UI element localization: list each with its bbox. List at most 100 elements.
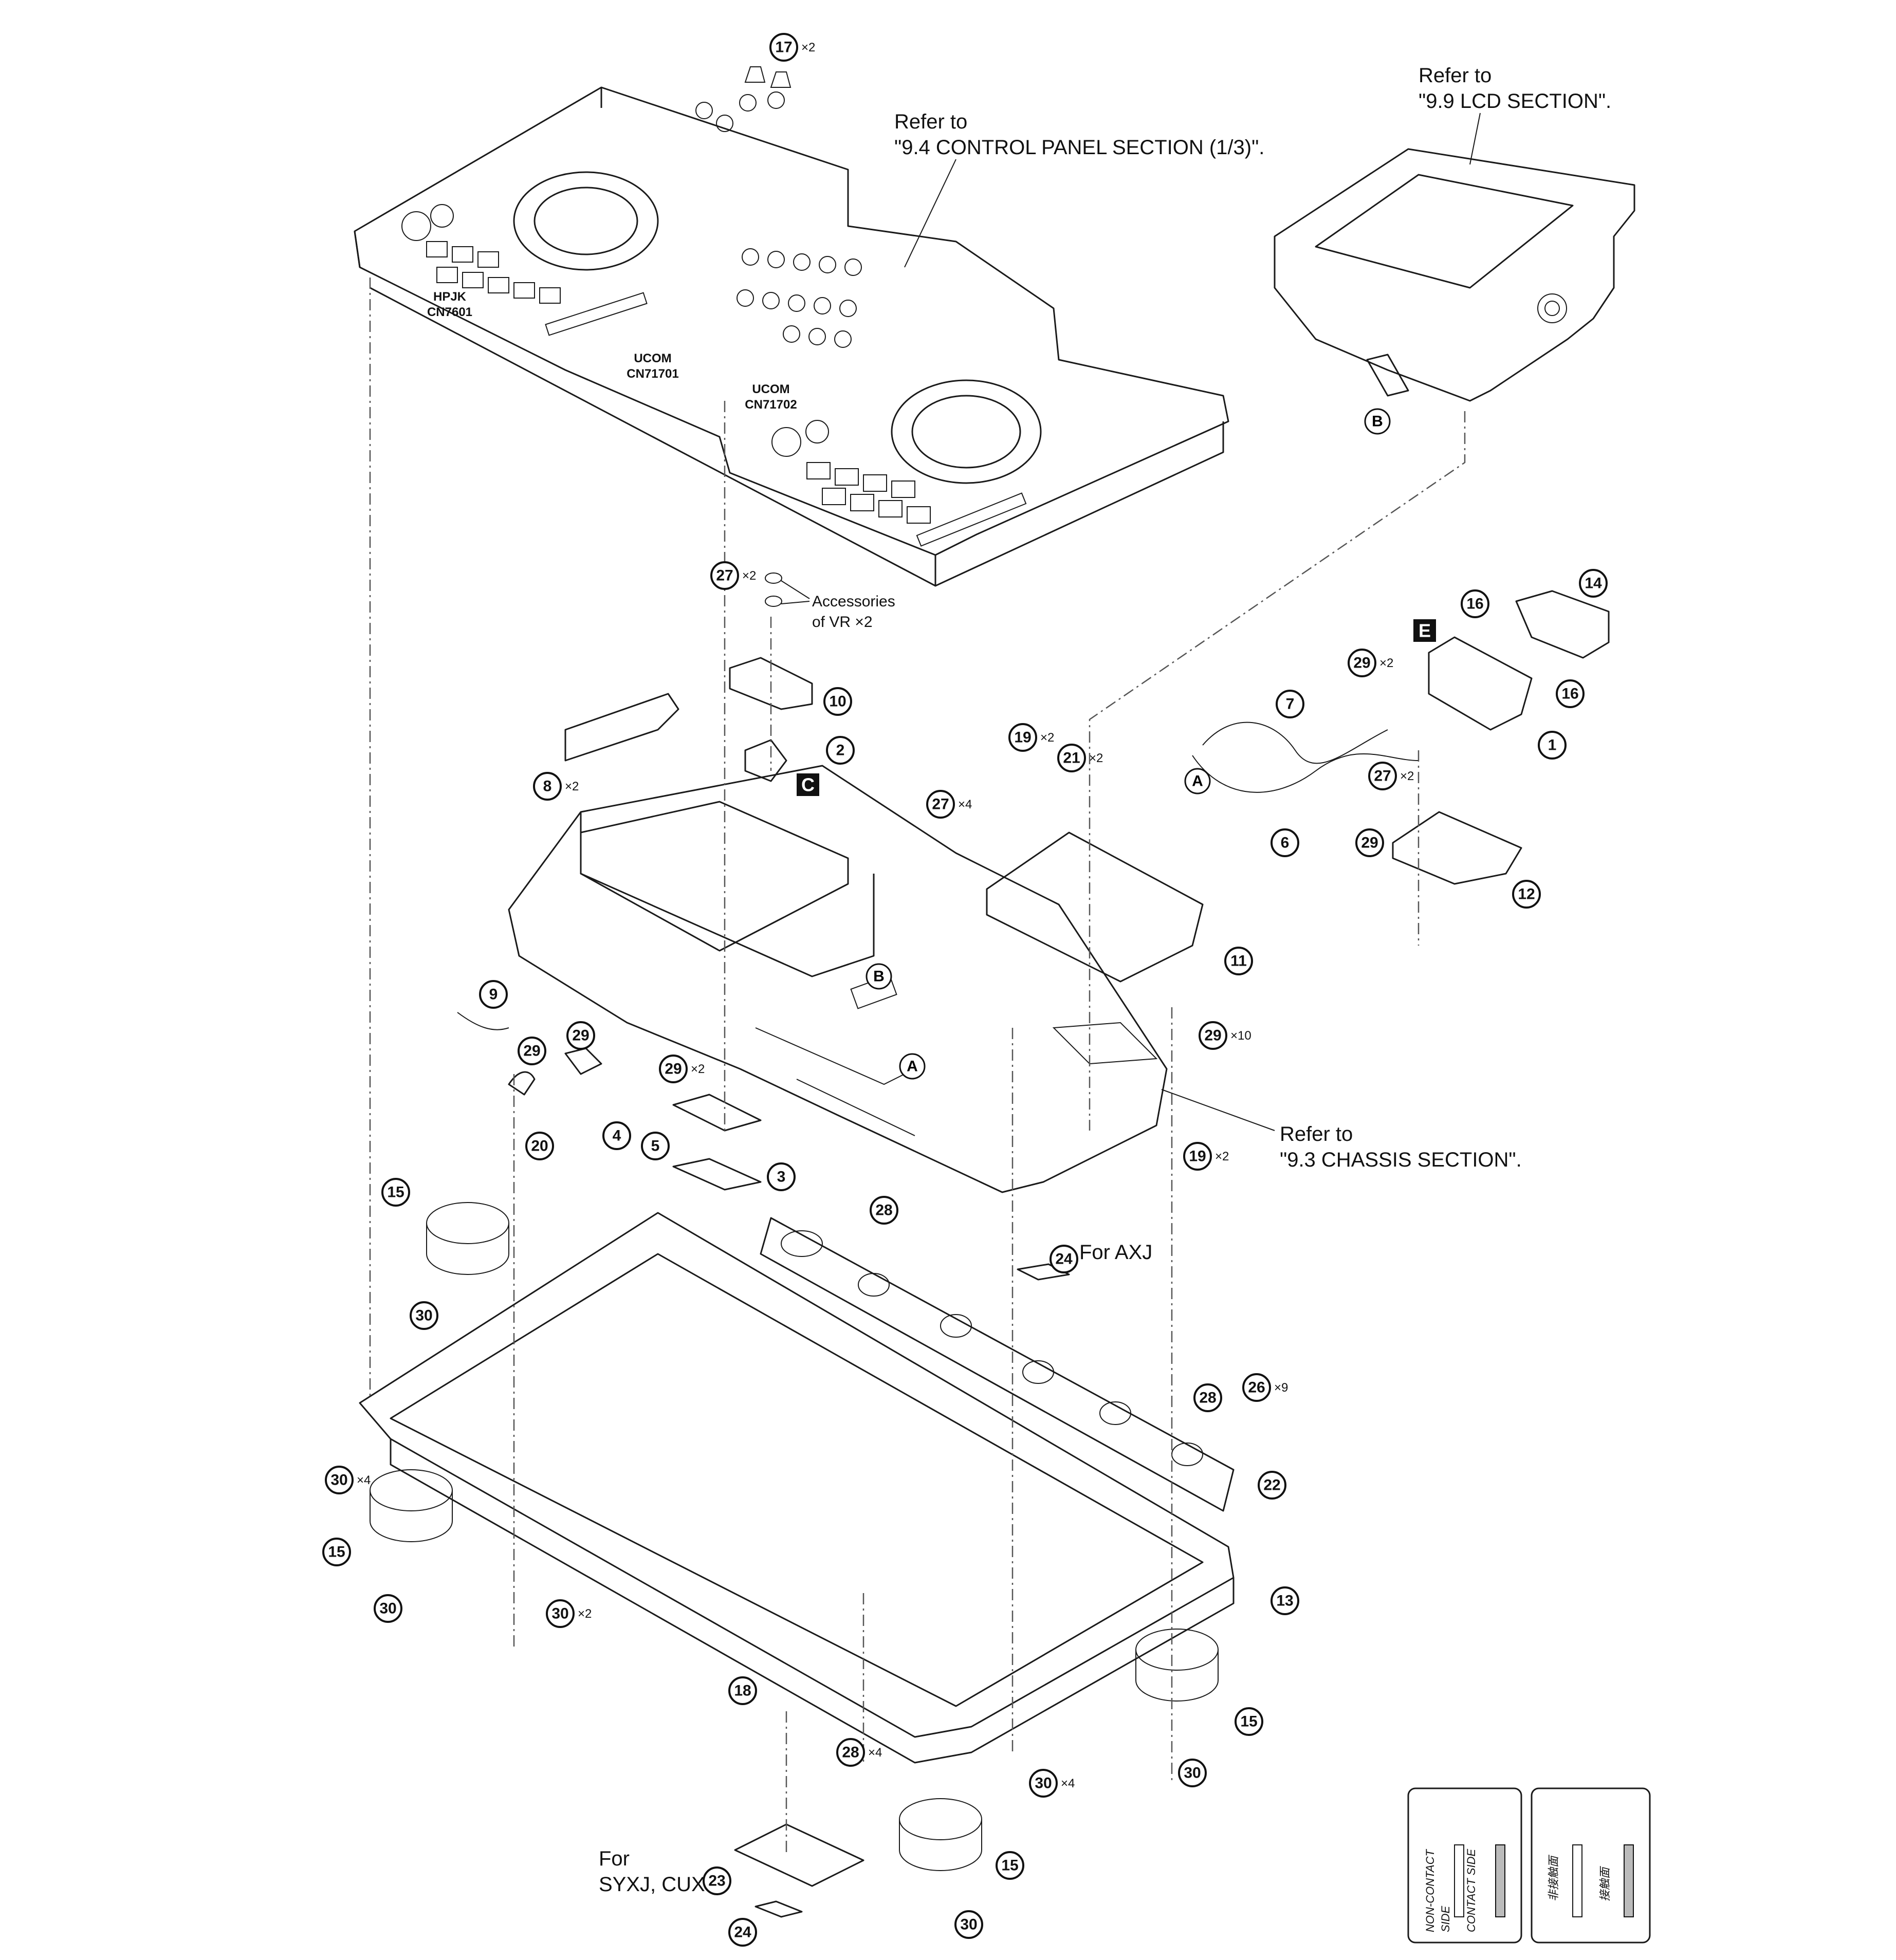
callout-circle xyxy=(1029,1769,1058,1798)
ref-chassis-line1: Refer to xyxy=(1280,1123,1353,1145)
badge-e-text: E xyxy=(1419,620,1431,641)
callout-5: 5 xyxy=(641,1132,670,1160)
callout-30: 30 xyxy=(410,1301,438,1330)
callout-27: 27×4 xyxy=(926,790,972,819)
callout-number: 30 xyxy=(1184,1765,1201,1782)
callout-circle xyxy=(659,1055,688,1083)
callout-circle xyxy=(1512,880,1541,909)
hpjk-cn-label: CN7601 xyxy=(427,305,472,319)
callout-1: 1 xyxy=(1538,731,1567,760)
callout-circle xyxy=(823,687,852,716)
callout-number: 17 xyxy=(775,39,792,56)
callout-quantity: ×2 xyxy=(801,41,815,54)
variant-syxj: SYXJ, CUXJ xyxy=(599,1873,715,1896)
callout-quantity: ×4 xyxy=(357,1473,371,1487)
callout-quantity: ×2 xyxy=(691,1062,705,1076)
callout-circle xyxy=(381,1178,410,1207)
ref-chassis-line2: "9.3 CHASSIS SECTION". xyxy=(1280,1149,1522,1171)
callout-number: 8 xyxy=(543,778,552,795)
callout-circle xyxy=(1355,828,1384,857)
callout-26: 26 ×9 xyxy=(1242,1373,1288,1402)
callout-29: 29 xyxy=(1355,828,1384,857)
callout-quantity: ×2 xyxy=(578,1607,592,1621)
reference-lcd: Refer to "9.9 LCD SECTION". xyxy=(1419,64,1611,165)
callout-circle xyxy=(826,736,855,765)
callout-number: 24 xyxy=(1055,1251,1073,1268)
callout-number: 7 xyxy=(1286,696,1295,713)
callout-circle xyxy=(525,1132,554,1160)
callout-22: 22 xyxy=(1258,1471,1286,1500)
callout-circle xyxy=(533,772,562,801)
callout-29: 29 xyxy=(518,1037,546,1065)
callout-21: 21×2 xyxy=(1057,744,1103,772)
callout-18: 18 xyxy=(728,1676,757,1705)
callout-number: 27 xyxy=(1374,768,1391,785)
callout-30: 30×2 xyxy=(546,1599,592,1628)
callout-circle xyxy=(836,1738,865,1767)
callout-circle xyxy=(996,1851,1024,1880)
control-panel-assembly xyxy=(354,66,1229,587)
callout-number: 16 xyxy=(1561,686,1578,702)
callout-circle xyxy=(870,1196,898,1225)
callout-circle xyxy=(479,980,508,1009)
arrow-marker-b-chassis: B xyxy=(866,963,892,990)
callout-30: 30 xyxy=(954,1910,983,1939)
callout-circle xyxy=(546,1599,575,1628)
callout-number: 13 xyxy=(1276,1593,1293,1610)
callout-quantity: ×9 xyxy=(1274,1381,1288,1395)
badge-c: C xyxy=(797,773,819,796)
callout-circle xyxy=(1050,1245,1078,1273)
callout-circle xyxy=(1271,828,1299,857)
callout-quantity: ×2 xyxy=(1215,1150,1229,1163)
callout-number: 30 xyxy=(415,1307,432,1324)
ucom1-label: UCOM xyxy=(634,352,671,365)
callout-circle xyxy=(1193,1383,1222,1412)
hpjk-label: HPJK xyxy=(433,290,467,304)
callout-number: 15 xyxy=(328,1544,345,1561)
callout-number: 11 xyxy=(1230,953,1247,970)
ref-lcd-line1: Refer to xyxy=(1419,64,1492,87)
callout-circle xyxy=(728,1918,757,1947)
callout-15: 15 xyxy=(1235,1707,1263,1736)
callout-circle xyxy=(1235,1707,1263,1736)
callout-17: 17 ×2 xyxy=(769,33,815,62)
arrow-a-cable-text: A xyxy=(1192,773,1203,790)
callout-number: 29 xyxy=(1353,655,1370,672)
legend-en-side: SIDE xyxy=(1439,1906,1452,1932)
callout-30: 30 xyxy=(374,1594,402,1623)
callout-14: 14 xyxy=(1579,569,1608,598)
callout-number: 22 xyxy=(1263,1477,1280,1494)
callout-16: 16 xyxy=(1461,589,1489,618)
callout-number: 5 xyxy=(651,1138,660,1155)
callout-23: 23 xyxy=(703,1866,731,1895)
callout-30: 30×4 xyxy=(1029,1769,1075,1798)
callout-circle xyxy=(1199,1021,1227,1050)
chassis-assembly xyxy=(457,590,1610,1193)
callout-circle xyxy=(1368,762,1397,790)
callout-circle xyxy=(1271,1586,1299,1615)
variant-for: For xyxy=(599,1847,630,1870)
bottom-cabinet xyxy=(359,1202,1235,1918)
callout-8: 8×2 xyxy=(533,772,579,801)
connector-labels: HPJK CN7601 UCOM CN71701 UCOM CN71702 xyxy=(427,290,797,412)
callout-circle xyxy=(728,1676,757,1705)
callout-circle xyxy=(1183,1142,1212,1171)
arrow-marker-a-chassis: A xyxy=(899,1053,926,1080)
callout-circle xyxy=(518,1037,546,1065)
callout-11: 11 xyxy=(1224,947,1253,975)
arrow-b-lcd-text: B xyxy=(1372,413,1383,430)
callout-number: 15 xyxy=(387,1184,404,1201)
callout-circle xyxy=(1178,1759,1207,1787)
callout-number: 10 xyxy=(829,693,846,710)
callout-number: 28 xyxy=(842,1744,859,1761)
callout-number: 15 xyxy=(1240,1713,1257,1730)
callout-number: 29 xyxy=(523,1043,540,1060)
callout-number: 26 xyxy=(1248,1379,1265,1396)
callout-circle xyxy=(1258,1471,1286,1500)
callout-16: 16 xyxy=(1556,679,1585,708)
ref-lcd-line2: "9.9 LCD SECTION". xyxy=(1419,90,1611,113)
callout-circle xyxy=(1276,690,1304,718)
callout-circle xyxy=(1057,744,1086,772)
badge-c-text: C xyxy=(801,774,815,796)
callout-15: 15 xyxy=(381,1178,410,1207)
